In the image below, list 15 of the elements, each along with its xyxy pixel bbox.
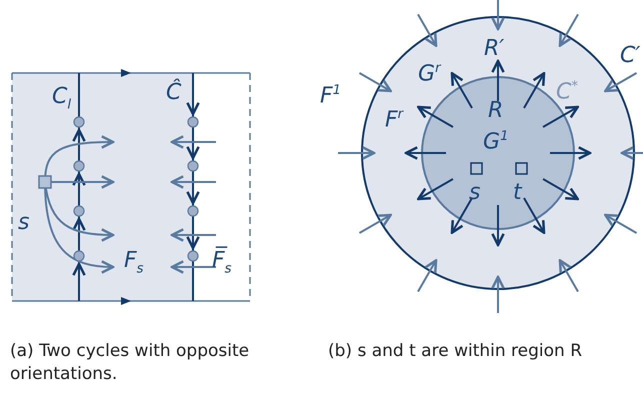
math-label: s <box>469 182 480 204</box>
math-label: R <box>488 100 504 122</box>
math-label: t <box>513 182 522 204</box>
math-label: F$^{r}$ <box>385 108 404 132</box>
math-label: C$_{l}$ <box>52 86 72 112</box>
math-label: C′ <box>620 45 640 67</box>
math-label: R′ <box>484 38 504 60</box>
math-label: G$^{r}$ <box>418 62 440 86</box>
math-label: F$_{s}$ <box>124 250 144 276</box>
caption: (a) Two cycles with opposite orientations. <box>10 340 250 386</box>
math-label: s <box>18 212 30 234</box>
caption: (b) s and t are within region R <box>328 340 584 363</box>
math-label: G$^{1}$ <box>483 130 508 154</box>
math-label: F$^{1}$ <box>320 84 342 108</box>
math-label: C$^{*}$ <box>556 80 578 104</box>
